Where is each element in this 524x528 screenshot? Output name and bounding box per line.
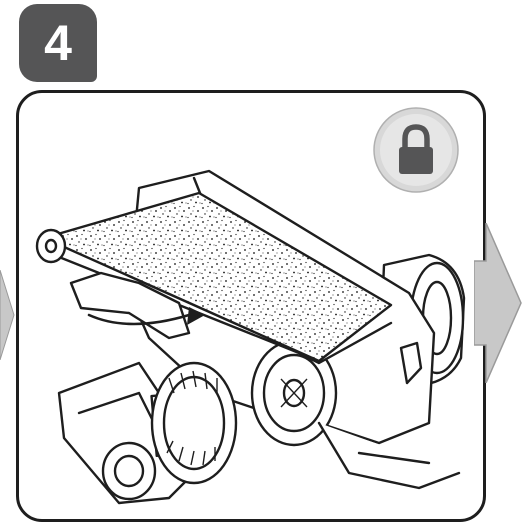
step-number: 4 [44,15,72,71]
step-number-badge: 4 [19,4,97,82]
previous-arrow-icon[interactable] [0,270,16,360]
belt-sander-illustration [35,169,466,505]
next-arrow-icon[interactable] [474,223,522,383]
lock-icon [373,107,459,193]
